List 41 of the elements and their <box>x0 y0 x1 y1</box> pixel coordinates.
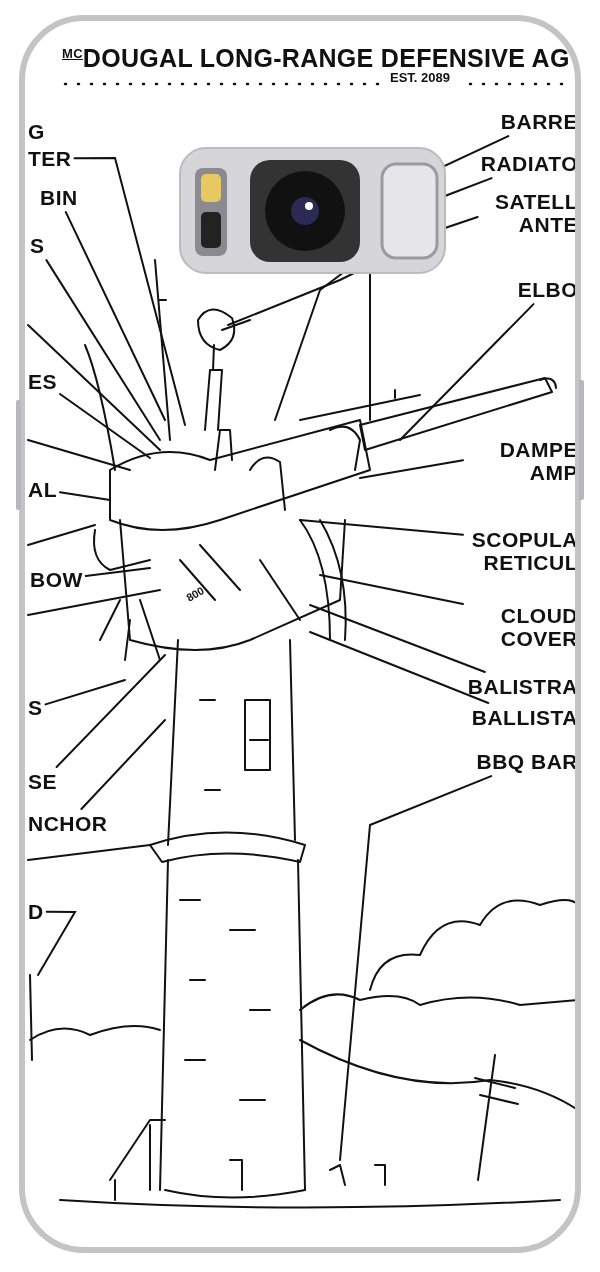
part-label: AL <box>28 478 57 502</box>
part-label: BARRE <box>500 110 578 134</box>
title: $^{MC}$DOUGAL LONG-RANGE DEFENSIVE AG <box>62 44 570 73</box>
leader-line <box>80 719 166 810</box>
part-label: DAMPE AMP <box>466 438 578 485</box>
leader-line <box>44 679 126 706</box>
part-label: S <box>30 234 45 258</box>
part-label: BOW <box>30 568 83 592</box>
leader-line <box>64 211 166 421</box>
part-label: RADIATO <box>480 152 578 176</box>
leader-line <box>309 631 490 704</box>
leader-line <box>37 910 77 976</box>
dial-number: 800 <box>184 584 207 604</box>
leader-line <box>84 567 151 577</box>
leader-line <box>59 393 151 459</box>
establishment-date: EST. 2089 <box>390 70 450 85</box>
leader-line <box>309 604 486 673</box>
part-label: S <box>28 696 43 720</box>
part-label: CLOUD COVER <box>466 604 578 651</box>
part-label: BALISTRA <box>467 675 578 699</box>
part-label: BIN <box>40 186 78 210</box>
leader-line <box>319 574 464 605</box>
cut-off-letter: G <box>28 120 45 144</box>
part-label: SCOPULA RETICUL <box>466 528 578 575</box>
part-label: BBQ BAR <box>476 750 578 774</box>
part-label: ELBO <box>517 278 578 302</box>
part-label: TER <box>28 147 72 171</box>
part-label: ES <box>28 370 57 394</box>
part-label: SATELL ANTE <box>466 190 578 237</box>
part-label: SE <box>28 770 57 794</box>
part-label: BALLISTA <box>471 706 578 730</box>
leader-line <box>59 491 111 501</box>
leader-line <box>339 775 493 1161</box>
leader-line <box>359 459 464 479</box>
part-label: D <box>28 900 44 924</box>
leader-line <box>45 259 161 441</box>
leader-line <box>299 519 464 536</box>
leader-line <box>73 157 186 426</box>
leader-line <box>399 303 535 441</box>
leader-line <box>55 654 166 768</box>
part-label: NCHOR <box>28 812 108 836</box>
